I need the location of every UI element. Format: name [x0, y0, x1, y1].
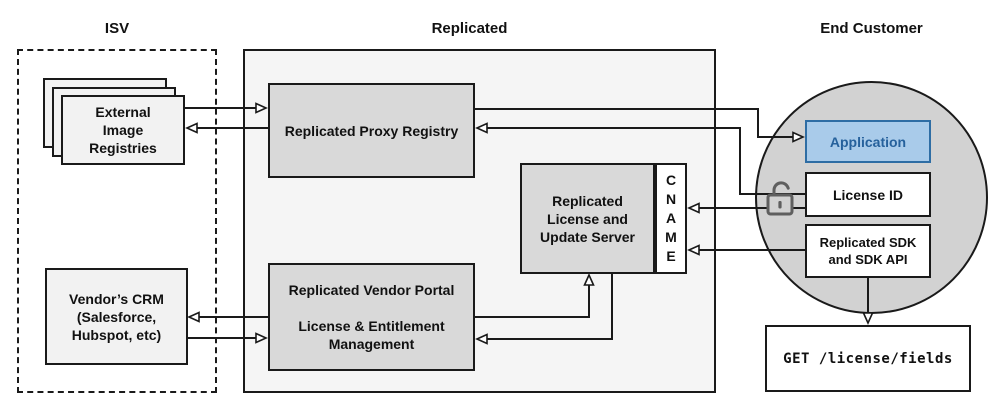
vendor-crm-label-line: Vendor’s CRM — [69, 290, 164, 307]
vendor-crm-node: Vendor’s CRM (Salesforce, Hubspot, etc) — [45, 268, 188, 365]
license-update-server-node: Replicated License and Update Server — [520, 163, 655, 274]
isv-container — [17, 49, 217, 393]
cname-letter: E — [666, 248, 676, 264]
cname-letter: N — [665, 191, 677, 207]
vendor-portal-title: Replicated Vendor Portal — [288, 282, 455, 298]
external-registries-label-line: Image — [102, 122, 144, 138]
cname-node: C N A M E — [655, 163, 687, 274]
cname-letter: M — [665, 229, 677, 245]
cname-letter: A — [665, 210, 677, 226]
license-server-label-line: Update Server — [540, 228, 635, 245]
vendor-crm-label-line: Hubspot, etc) — [71, 326, 162, 343]
arrowhead-into-get — [862, 312, 874, 325]
proxy-registry-label: Replicated Proxy Registry — [284, 122, 459, 139]
replicated-sdk-label-line: Replicated SDK — [819, 235, 917, 250]
license-server-label-line: Replicated — [552, 192, 623, 209]
proxy-registry-node: Replicated Proxy Registry — [268, 83, 475, 178]
vendor-crm-label-line: (Salesforce, — [76, 308, 157, 325]
license-id-node: License ID — [805, 172, 931, 217]
end-customer-section-title: End Customer — [820, 20, 923, 37]
external-registries-label-line: External — [95, 104, 151, 120]
license-server-label-line: License and — [547, 210, 628, 227]
vendor-portal-node: Replicated Vendor Portal License & Entit… — [268, 263, 475, 371]
vendor-portal-subtitle-line: License & Entitlement — [298, 318, 445, 334]
license-id-label: License ID — [832, 186, 904, 203]
application-label: Application — [829, 133, 907, 150]
external-registries-node: External Image Registries — [61, 95, 185, 165]
application-node: Application — [805, 120, 931, 163]
get-license-fields-node: GET /license/fields — [765, 325, 971, 392]
external-registries-label-line: Registries — [89, 140, 157, 156]
replicated-section-title: Replicated — [431, 20, 508, 37]
replicated-sdk-label-line: and SDK API — [828, 252, 908, 267]
open-padlock-icon — [766, 181, 794, 216]
isv-section-title: ISV — [104, 20, 130, 37]
vendor-portal-subtitle-line: Management — [328, 336, 415, 352]
replicated-sdk-node: Replicated SDK and SDK API — [805, 224, 931, 278]
cname-letter: C — [665, 172, 677, 188]
get-license-fields-label: GET /license/fields — [783, 350, 953, 367]
